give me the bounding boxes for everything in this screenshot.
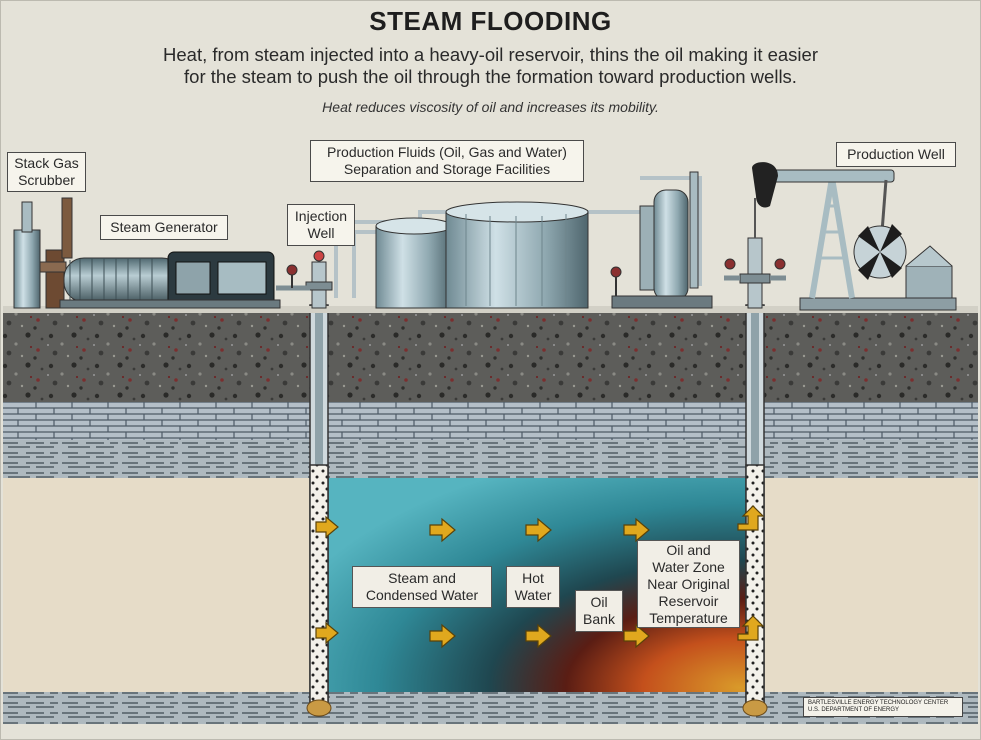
stack-gas-scrubber (13, 197, 73, 309)
injection-wellbore (306, 304, 332, 717)
credit-line-2: U.S. DEPARTMENT OF ENERGY (808, 707, 900, 713)
zone-line: Oil (590, 594, 608, 610)
zone-line: Near Original (647, 575, 730, 592)
zone-oil-bank: Oil Bank (575, 590, 623, 632)
poster-subtitle: Heat reduces viscosity of oil and increa… (322, 99, 659, 115)
steam-generator (59, 251, 281, 309)
zone-line: Water (514, 587, 552, 603)
shale-layer-upper (3, 440, 978, 478)
zone-line: Steam and (388, 570, 456, 586)
poster-description: Heat, from steam injected into a heavy-o… (60, 44, 921, 88)
label-line: Separation and Storage Facilities (343, 161, 551, 177)
zone-line: Water Zone (652, 558, 725, 575)
description-line-1: Heat, from steam injected into a heavy-o… (163, 44, 818, 65)
zone-line: Condensed Water (365, 587, 479, 603)
label-steam-generator: Steam Generator (100, 215, 228, 240)
label-production-fluids: Production Fluids (Oil, Gas and Water) S… (310, 140, 584, 182)
flow-arrow (315, 621, 339, 645)
zone-line: Temperature (649, 609, 728, 626)
label-line: Stack Gas (14, 155, 79, 171)
label-injection-well: Injection Well (287, 204, 355, 246)
zone-steam-condensed-water: Steam and Condensed Water (352, 566, 492, 608)
label-line: Injection (294, 208, 348, 224)
flow-arrow (737, 505, 765, 531)
production-wellhead (724, 198, 786, 309)
zone-line: Reservoir (658, 592, 719, 609)
credit-line-1: BARTLESVILLE ENERGY TECHNOLOGY CENTER (808, 700, 949, 706)
flow-arrow (315, 515, 339, 539)
flow-arrow (623, 623, 650, 649)
zone-line: Hot (522, 570, 544, 586)
label-line: Well (307, 225, 335, 241)
flow-arrow (429, 517, 456, 543)
limestone-layer (3, 402, 978, 440)
flow-arrow (737, 615, 765, 641)
flow-arrows (315, 505, 765, 649)
flow-arrow (623, 517, 650, 543)
rock-layer (3, 312, 978, 402)
zone-oil-water: Oil and Water Zone Near Original Reservo… (637, 540, 740, 628)
storage-tanks (375, 201, 589, 309)
flow-arrow (525, 517, 552, 543)
poster-title: STEAM FLOODING (369, 6, 612, 36)
injection-wellhead (276, 250, 333, 309)
zone-line: Oil and (666, 541, 711, 558)
credit-box: BARTLESVILLE ENERGY TECHNOLOGY CENTER U.… (803, 697, 963, 717)
production-wellbore (742, 304, 768, 717)
label-line: Production Fluids (Oil, Gas and Water) (327, 144, 567, 160)
flow-arrow (429, 623, 456, 649)
flow-arrow (525, 623, 552, 649)
label-line: Scrubber (18, 172, 75, 188)
zone-hot-water: Hot Water (506, 566, 560, 608)
description-line-2: for the steam to push the oil through th… (184, 66, 797, 87)
label-production-well: Production Well (836, 142, 956, 167)
separator-vessel (610, 171, 713, 309)
pump-jack (752, 162, 957, 311)
zone-line: Bank (583, 611, 615, 627)
label-stack-gas-scrubber: Stack Gas Scrubber (7, 152, 86, 192)
